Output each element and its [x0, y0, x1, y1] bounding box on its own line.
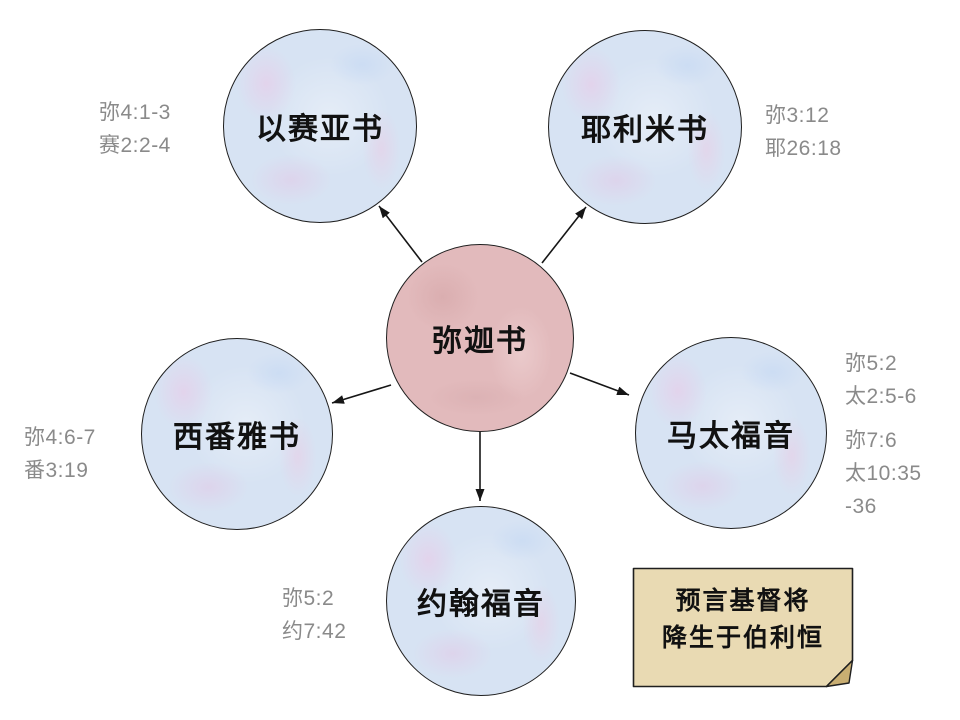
folded-corner-icon	[825, 659, 854, 688]
ref-line: 弥5:2	[845, 352, 898, 375]
node-isaiah-label: 以赛亚书	[256, 113, 384, 146]
node-matthew-label: 马太福音	[667, 420, 795, 453]
refs-john: 弥5:2 约7:42	[282, 582, 346, 648]
note-line: 降生于伯利恒	[661, 624, 824, 652]
ref-line: 弥4:6-7	[24, 426, 96, 449]
ref-line: 耶26:18	[765, 137, 842, 160]
ref-line: 约7:42	[282, 620, 347, 643]
node-isaiah: 以赛亚书	[223, 29, 417, 223]
ref-line: -36	[845, 495, 877, 518]
refs-isaiah: 弥4:1-3 赛2:2-4	[99, 96, 171, 162]
node-zephaniah-label: 西番雅书	[173, 421, 301, 454]
node-micah-center: 弥迦书	[386, 244, 574, 432]
refs-zephaniah: 弥4:6-7 番3:19	[24, 421, 96, 487]
ref-line: 太10:35	[845, 462, 922, 485]
ref-line: 番3:19	[24, 459, 89, 482]
arrow-center-to-matthew	[569, 372, 630, 396]
ref-line: 弥7:6	[845, 429, 898, 452]
node-jeremiah: 耶利米书	[548, 30, 742, 224]
node-john: 约翰福音	[386, 506, 576, 696]
node-john-label: 约翰福音	[417, 588, 545, 621]
refs-matthew-group2: 弥7:6 太10:35 -36	[845, 424, 922, 523]
ref-line: 弥5:2	[282, 587, 335, 610]
node-jeremiah-label: 耶利米书	[581, 114, 709, 147]
refs-matthew-group1: 弥5:2 太2:5-6	[845, 347, 917, 413]
note-line: 预言基督将	[675, 587, 811, 615]
node-micah-label: 弥迦书	[432, 325, 528, 358]
ref-line: 赛2:2-4	[99, 134, 171, 157]
arrow-center-to-isaiah	[378, 205, 423, 263]
arrow-center-to-zephaniah	[331, 384, 392, 404]
ref-line: 弥4:1-3	[99, 101, 171, 124]
node-zephaniah: 西番雅书	[141, 338, 333, 530]
refs-jeremiah: 弥3:12 耶26:18	[765, 99, 842, 165]
note-text: 预言基督将 降生于伯利恒	[633, 583, 853, 657]
arrow-center-to-jeremiah	[541, 206, 587, 264]
ref-line: 弥3:12	[765, 104, 830, 127]
ref-line: 太2:5-6	[845, 385, 917, 408]
node-matthew: 马太福音	[635, 337, 827, 529]
